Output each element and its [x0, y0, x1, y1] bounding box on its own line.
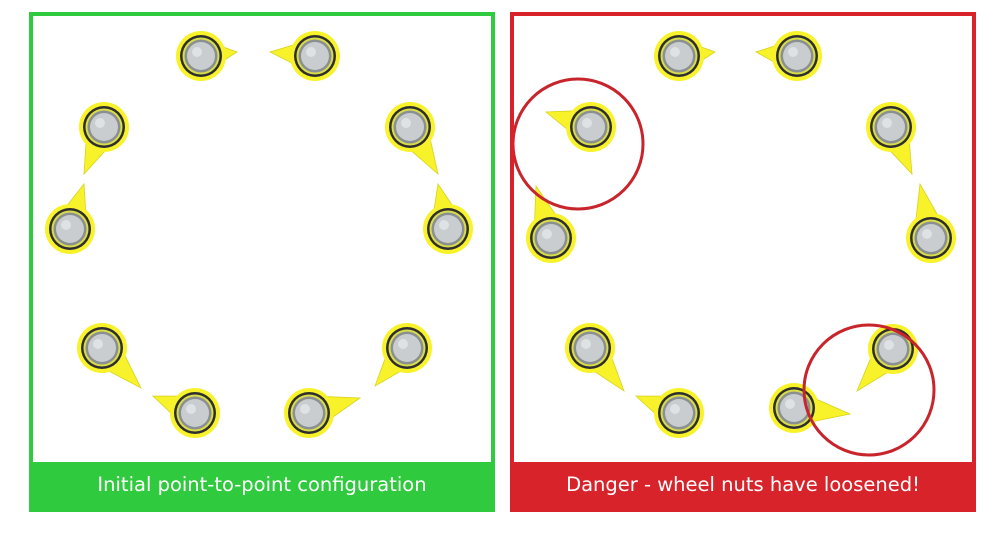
nut-highlight: [788, 47, 798, 57]
nut-highlight: [95, 118, 105, 128]
nut-face: [877, 113, 905, 141]
nut-highlight: [670, 47, 680, 57]
wheel-nut-icon: [423, 182, 473, 254]
nut-face: [187, 42, 215, 70]
danger-circle-icon: [802, 323, 936, 457]
nut-face: [434, 215, 462, 243]
nut-face: [181, 399, 209, 427]
nut-highlight: [439, 220, 449, 230]
initial-configuration-caption: Initial point-to-point configuration: [33, 462, 491, 508]
nut-face: [665, 399, 693, 427]
nut-face: [577, 113, 605, 141]
loosened-nuts-diagram: [514, 31, 956, 457]
nut-face: [917, 224, 945, 252]
wheel-nut-icon: [856, 324, 918, 392]
wheel-nut-icon: [906, 182, 956, 263]
danger-circle-icon: [514, 77, 645, 211]
wheel-nut-icon: [634, 388, 704, 438]
nut-highlight: [306, 47, 316, 57]
wheel-nut-icon: [284, 388, 362, 438]
nut-face: [90, 113, 118, 141]
wheel-nut-icon: [526, 184, 576, 263]
wheel-nut-icon: [769, 383, 852, 433]
loosened-nuts-panel: Danger - wheel nuts have loosened!: [510, 12, 976, 512]
nut-highlight: [93, 339, 103, 349]
wheel-nut-icon: [385, 102, 439, 176]
wheel-nut-icon: [268, 31, 340, 81]
nut-highlight: [192, 47, 202, 57]
initial-configuration-diagram: [45, 31, 473, 438]
nut-highlight: [884, 340, 894, 350]
nut-face: [879, 335, 907, 363]
nut-face: [576, 334, 604, 362]
nut-face: [665, 42, 693, 70]
initial-configuration-panel: Initial point-to-point configuration: [29, 12, 495, 512]
nut-highlight: [61, 220, 71, 230]
nut-highlight: [398, 339, 408, 349]
nut-highlight: [186, 404, 196, 414]
nut-highlight: [670, 404, 680, 414]
wheel-nut-icon: [79, 102, 129, 176]
nut-highlight: [300, 404, 310, 414]
nut-face: [396, 113, 424, 141]
nut-highlight: [882, 118, 892, 128]
nut-face: [56, 215, 84, 243]
nut-highlight: [542, 229, 552, 239]
nut-face: [393, 334, 421, 362]
wheel-nut-icon: [654, 31, 716, 81]
nut-highlight: [401, 118, 411, 128]
wheel-nut-icon: [866, 102, 916, 176]
wheel-nut-icon: [565, 323, 625, 393]
nut-face: [295, 399, 323, 427]
loosened-nuts-caption: Danger - wheel nuts have loosened!: [514, 462, 972, 508]
wheel-nut-icon: [544, 102, 616, 152]
nut-highlight: [785, 399, 795, 409]
wheel-nut-icon: [755, 31, 822, 81]
nut-highlight: [922, 229, 932, 239]
wheel-nut-icon: [176, 31, 238, 81]
nut-face: [783, 42, 811, 70]
wheel-nut-icon: [151, 388, 220, 438]
nut-highlight: [582, 118, 592, 128]
nut-highlight: [581, 339, 591, 349]
nut-face: [88, 334, 116, 362]
nut-face: [537, 224, 565, 252]
wheel-nut-icon: [374, 323, 432, 387]
nut-face: [301, 42, 329, 70]
wheel-nut-icon: [77, 323, 142, 389]
wheel-nut-icon: [45, 182, 95, 254]
